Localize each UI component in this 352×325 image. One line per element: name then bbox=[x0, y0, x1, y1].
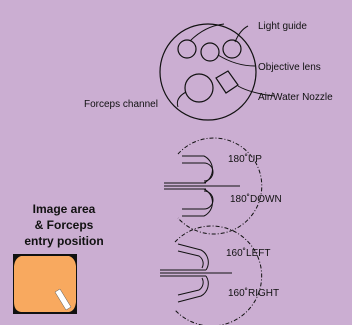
bent-section-right-inner bbox=[177, 277, 204, 296]
angulation-left-right bbox=[160, 225, 263, 325]
leader-objective-lens bbox=[217, 54, 256, 67]
leader-lines bbox=[176, 23, 275, 108]
sweep-arc-left-right bbox=[174, 225, 263, 325]
label-objective-lens: Objective lens bbox=[258, 62, 321, 73]
image-area-title-line-1: Image area bbox=[32, 202, 96, 216]
label-down: 180˚DOWN bbox=[230, 193, 282, 205]
objective-lens bbox=[200, 42, 220, 62]
image-area-title-line-2: & Forceps bbox=[34, 218, 94, 232]
bent-section-up-inner bbox=[182, 162, 214, 182]
light-guide-left bbox=[177, 39, 197, 59]
bent-section-down-inner bbox=[182, 190, 214, 210]
forceps-channel bbox=[184, 73, 214, 103]
label-up: 180˚UP bbox=[228, 153, 262, 165]
tip-outline bbox=[159, 23, 257, 121]
forceps-entry-marker bbox=[54, 288, 72, 311]
label-forceps-channel: Forceps channel bbox=[84, 99, 158, 110]
label-right: 160˚RIGHT bbox=[228, 287, 279, 299]
bent-section-left-inner bbox=[177, 250, 204, 269]
label-left: 160˚LEFT bbox=[226, 247, 270, 259]
label-light-guide: Light guide bbox=[258, 21, 307, 32]
label-air-water-nozzle: Air/Water Nozzle bbox=[258, 92, 333, 103]
image-area bbox=[13, 254, 77, 314]
bent-section-left-outer bbox=[177, 243, 209, 271]
leader-light-guide-1 bbox=[189, 23, 225, 42]
leader-light-guide-2 bbox=[234, 25, 249, 43]
bent-section-up-outer bbox=[182, 155, 213, 184]
distal-tip-face bbox=[159, 23, 257, 121]
leader-nozzle bbox=[237, 85, 275, 97]
bent-section-right-outer bbox=[177, 275, 209, 303]
image-area-title-line-3: entry position bbox=[24, 234, 104, 248]
air-water-nozzle bbox=[215, 70, 239, 94]
bent-section-down-outer bbox=[182, 188, 213, 217]
leader-forceps-channel bbox=[176, 91, 187, 108]
light-guide-right bbox=[222, 39, 242, 59]
angulation-up-down bbox=[164, 137, 263, 235]
